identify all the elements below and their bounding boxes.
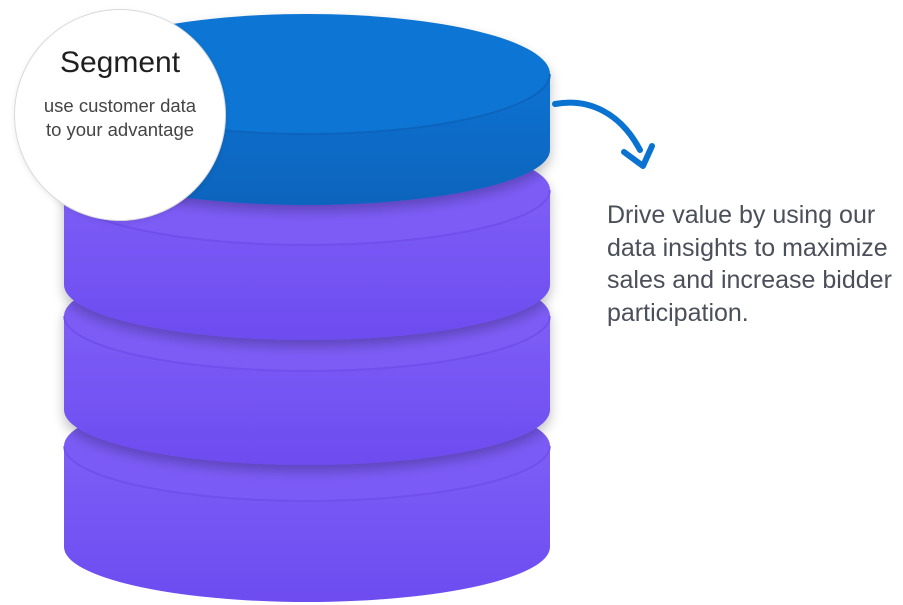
badge-description: use customer data to your advantage (43, 95, 197, 140)
segment-badge: Segment use customer data to your advant… (14, 9, 226, 221)
description-text: Drive value by using our data insights t… (607, 201, 892, 327)
curved-arrow-down-icon (552, 99, 655, 169)
badge-title: Segment (59, 46, 181, 79)
